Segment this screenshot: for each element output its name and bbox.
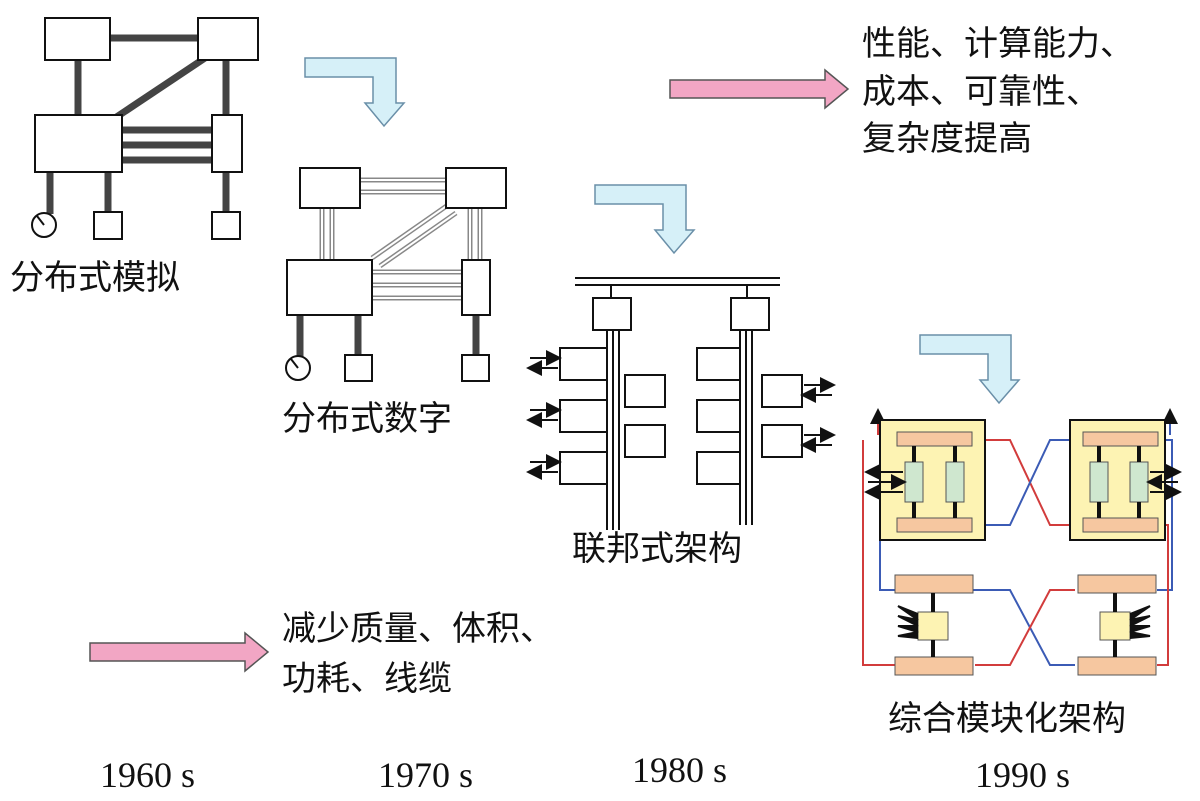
decade-axis: 1960 s 1970 s 1980 s 1990 s xyxy=(100,750,1070,795)
label-distributed-analog: 分布式模拟 xyxy=(10,258,180,298)
federated-diagram: 联邦式架构 xyxy=(526,277,836,569)
decade-label: 1980 s xyxy=(632,750,727,790)
note-top-right-line: 成本、可靠性、 xyxy=(862,72,1100,112)
pink-arrows xyxy=(89,68,850,673)
integrated-modular-diagram: 综合模块化架构 xyxy=(862,408,1182,739)
label-distributed-digital: 分布式数字 xyxy=(282,399,452,439)
note-bottom-left-line: 功耗、线缆 xyxy=(282,659,452,699)
note-top-right-line: 性能、计算能力、 xyxy=(862,24,1134,64)
decade-label: 1990 s xyxy=(975,755,1070,795)
decade-label: 1960 s xyxy=(100,755,195,795)
note-bottom-left: 减少质量、体积、 功耗、线缆 xyxy=(282,609,554,699)
label-federated: 联邦式架构 xyxy=(572,529,742,569)
distributed-analog-diagram: 分布式模拟 xyxy=(10,17,259,298)
note-bottom-left-line: 减少质量、体积、 xyxy=(282,609,554,649)
distributed-digital-diagram: 分布式数字 xyxy=(282,167,507,439)
note-top-right-line: 复杂度提高 xyxy=(862,119,1032,159)
note-top-right: 性能、计算能力、 成本、可靠性、 复杂度提高 xyxy=(862,24,1134,159)
label-integrated-modular: 综合模块化架构 xyxy=(888,699,1126,739)
transition-arrows xyxy=(304,57,1021,405)
decade-label: 1970 s xyxy=(378,755,473,795)
